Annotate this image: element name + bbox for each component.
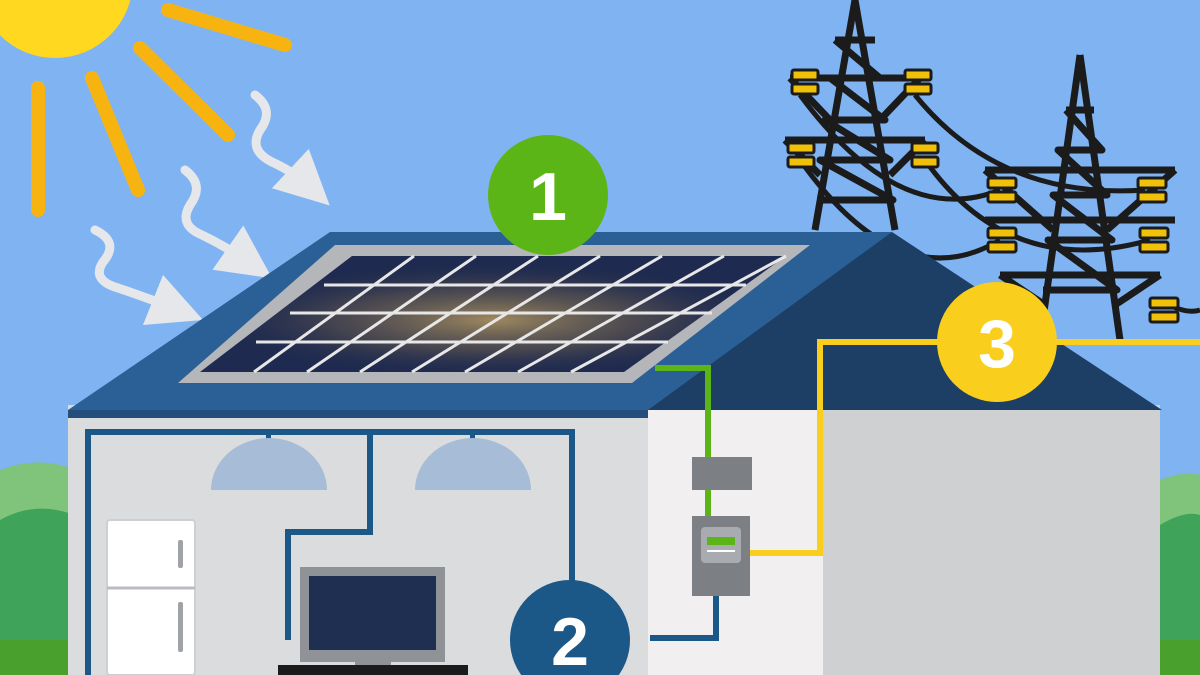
- step-badge-3: 3: [937, 282, 1057, 402]
- inverter-box: [692, 457, 752, 490]
- house-right-wall: [823, 405, 1160, 675]
- ceiling-lamp-icon: [211, 432, 531, 490]
- solar-panel-icon: [178, 245, 810, 383]
- step-number-3: 3: [978, 306, 1016, 382]
- sun-icon: [0, 0, 292, 217]
- step-number-1: 1: [529, 159, 567, 235]
- step-badge-2: 2: [510, 580, 630, 675]
- refrigerator-icon: [106, 519, 196, 675]
- step-badge-1: 1: [488, 135, 608, 255]
- electric-meter-icon: [692, 516, 750, 596]
- insulators: [786, 68, 1180, 324]
- step-number-2: 2: [551, 604, 589, 675]
- sunlight-arrows: [90, 90, 330, 326]
- dc-wire: [655, 365, 711, 460]
- house-wiring: [85, 429, 719, 675]
- television-icon: [278, 567, 468, 675]
